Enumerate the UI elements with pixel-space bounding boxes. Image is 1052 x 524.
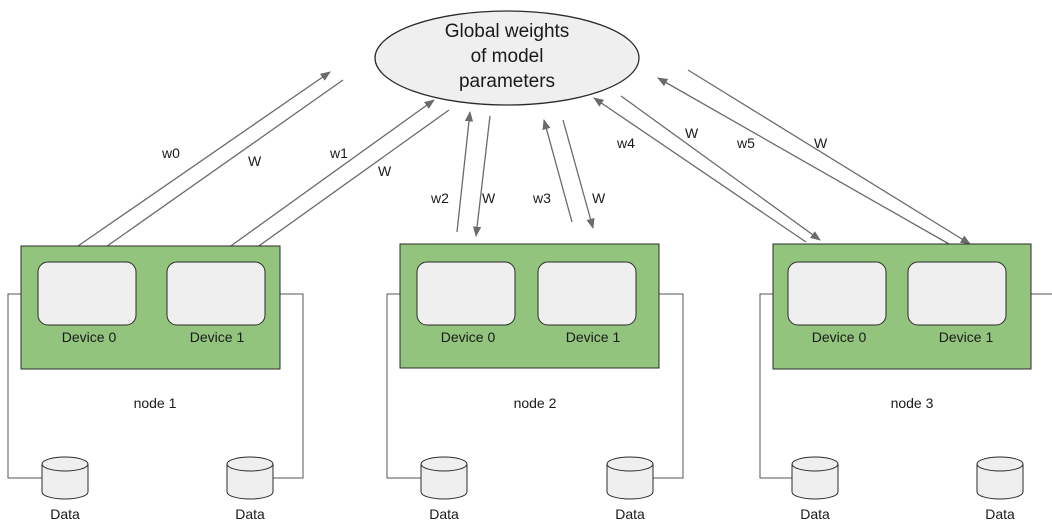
data-store-icon: [976, 456, 1024, 500]
node-2: Device 0 Device 1 node 2 Data Data: [386, 243, 684, 522]
label-w3: w3: [532, 190, 551, 206]
arrow-w1-down: [241, 109, 450, 259]
arrow-w4-up: [593, 97, 807, 243]
weight-arrows: [77, 69, 971, 259]
server-ellipse: [374, 10, 640, 106]
node-label: node 1: [134, 395, 177, 411]
node-label: node 2: [514, 395, 557, 411]
device-0-label: Device 0: [441, 329, 496, 345]
data-label: Data: [985, 506, 1015, 522]
data-label: Data: [800, 506, 830, 522]
data-store-icon: [606, 456, 654, 500]
label-w0: w0: [161, 145, 180, 161]
arrow-w0-down: [92, 79, 344, 257]
arrow-w4-down: [620, 95, 821, 241]
device-1-box: [166, 261, 266, 326]
device-0-label: Device 0: [62, 329, 117, 345]
data-label: Data: [615, 506, 645, 522]
label-w4: w4: [616, 135, 635, 151]
device-1-box: [907, 261, 1007, 326]
device-1-label: Device 1: [939, 329, 994, 345]
server-label-line-1: Global weights: [445, 21, 570, 42]
node-label: node 3: [891, 395, 934, 411]
label-w1: w1: [329, 145, 348, 161]
arrow-w5-down: [687, 69, 971, 245]
device-0-box: [416, 261, 516, 326]
label-w3-down: W: [592, 190, 606, 206]
device-1-box: [537, 261, 637, 326]
label-w2-down: W: [482, 190, 496, 206]
wire-device-1-to-data: [264, 293, 304, 479]
data-store-icon: [41, 456, 89, 500]
arrow-w2-down: [472, 115, 491, 238]
label-w5: w5: [736, 135, 755, 151]
device-1-label: Device 1: [566, 329, 621, 345]
label-w0-down: W: [248, 153, 262, 169]
device-0-box: [787, 261, 887, 326]
device-1-label: Device 1: [190, 329, 245, 345]
global-weights-server: Global weights of model parameters: [374, 10, 640, 106]
device-0-box: [37, 261, 137, 326]
arrow-w3-up: [542, 118, 573, 223]
server-label-line-2: of model: [471, 46, 544, 67]
node-1: Device 0 Device 1 node 1 Data Data: [7, 245, 304, 522]
arrow-w5-up: [657, 77, 950, 245]
label-w4-down: W: [685, 125, 699, 141]
arrow-w1-up: [227, 99, 435, 249]
arrow-w2-up: [456, 110, 474, 233]
node-3: Device 0 Device 1 node 3 Data Data: [759, 243, 1052, 522]
label-w1-down: W: [378, 163, 392, 179]
data-label: Data: [429, 506, 459, 522]
server-label-line-3: parameters: [459, 71, 555, 92]
arrow-w3-down: [562, 119, 595, 230]
data-store-icon: [420, 456, 468, 500]
arrow-labels: w0 W w1 W w2 W w3 W w4 W w5 W: [161, 125, 828, 206]
arrow-w0-up: [77, 71, 331, 247]
data-label: Data: [235, 506, 265, 522]
data-store-icon: [791, 456, 839, 500]
label-w2: w2: [430, 190, 449, 206]
data-store-icon: [226, 456, 274, 500]
data-label: Data: [50, 506, 80, 522]
device-0-label: Device 0: [812, 329, 867, 345]
label-w5-down: W: [814, 135, 828, 151]
